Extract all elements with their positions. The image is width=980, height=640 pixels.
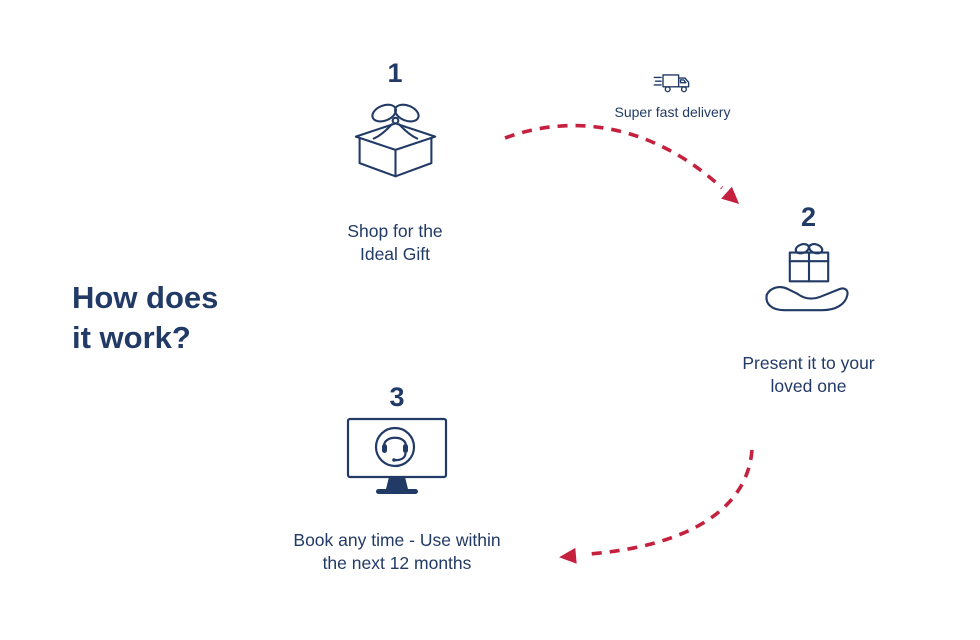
step-2-number: 2 <box>800 202 817 232</box>
step-3: 3 Book any time - Use within the next <box>272 382 522 575</box>
step-1-label: Shop for the Ideal Gift <box>347 221 443 265</box>
hand-holding-gift-icon <box>761 239 857 316</box>
delivery-note: Super fast delivery <box>590 70 755 120</box>
step-2-label: Present it to your loved one <box>742 353 875 397</box>
step-2: 2 Present it to your loved one <box>711 202 906 398</box>
arrow-step2-to-step3 <box>559 449 754 564</box>
step-3-number: 3 <box>389 382 405 412</box>
support-monitor-icon <box>341 415 453 503</box>
gift-box-icon <box>348 97 443 182</box>
step-1: 1 Shop for the Ideal Gift <box>300 58 490 266</box>
step-3-label: Book any time - Use within the next 12 m… <box>293 530 501 574</box>
arrow-step1-to-step2 <box>504 123 740 205</box>
delivery-label: Super fast delivery <box>614 104 731 120</box>
step-1-number: 1 <box>387 58 403 88</box>
delivery-truck-icon <box>653 70 693 96</box>
page-title: How does it work? <box>72 280 219 355</box>
